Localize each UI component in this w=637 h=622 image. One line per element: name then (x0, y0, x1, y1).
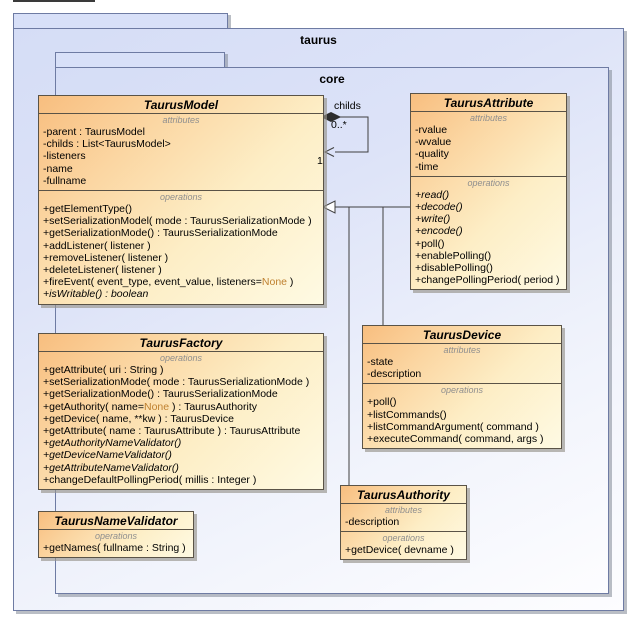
operations-compartment: operations +getDevice( devname ) (341, 531, 466, 559)
operations-compartment: operations +getAttribute( uri : String )… (39, 352, 323, 489)
operation-row: +getDeviceNameValidator() (43, 449, 172, 462)
operation-row: +setSerializationMode( mode : TaurusSeri… (43, 376, 310, 389)
class-taurusnamevalidator: TaurusNameValidator operations +getNames… (38, 511, 194, 559)
operation-row: +getElementType() (43, 203, 133, 216)
operation-text: +fireEvent( event_type, event_value, lis… (43, 276, 262, 289)
operations-label: operations (94, 531, 138, 541)
operation-row: +getDevice( name, **kw ) : TaurusDevice (43, 412, 234, 425)
attributes-compartment: attributes -rvalue -wvalue -quality -tim… (411, 112, 566, 176)
attribute-row: -childs : List<TaurusModel> (43, 138, 171, 151)
open-arrow-icon (323, 147, 335, 157)
operations-label: operations (159, 353, 203, 363)
operation-row: +executeCommand( command, args ) (367, 433, 544, 446)
attributes-compartment: attributes -description (341, 504, 466, 531)
class-title: TaurusDevice (363, 326, 561, 344)
operation-row: +changeDefaultPollingPeriod( millis : In… (43, 473, 257, 486)
attribute-row: -rvalue (415, 124, 448, 136)
attributes-label: attributes (162, 115, 200, 125)
operation-row: +write() (415, 213, 451, 226)
attributes-compartment: attributes -state -description (363, 344, 561, 383)
operation-row: +getAuthority( name=None ) : TaurusAutho… (43, 401, 319, 413)
operation-row: +listCommandArgument( command ) (367, 420, 539, 433)
operation-row: +listCommands() (367, 408, 447, 421)
operations-label: operations (382, 533, 425, 544)
attribute-row: -fullname (43, 174, 87, 187)
attribute-row: -listeners (43, 150, 86, 163)
multiplicity-parent: 1 (317, 155, 323, 167)
class-taurusdevice: TaurusDevice attributes -state -descript… (362, 325, 562, 450)
attribute-row: -description (345, 516, 400, 528)
operation-row: +getAttributeNameValidator() (43, 461, 179, 474)
attributes-compartment: attributes -parent : TaurusModel -childs… (39, 114, 323, 190)
class-title: TaurusFactory (39, 334, 323, 352)
operations-compartment: operations +getNames( fullname : String … (39, 530, 193, 557)
operation-row: +poll() (415, 237, 445, 250)
operation-row: +fireEvent( event_type, event_value, lis… (43, 276, 319, 288)
attributes-label: attributes (384, 505, 423, 515)
keyword-none: None (261, 276, 287, 289)
operations-compartment: operations +getElementType() +setSeriali… (39, 190, 323, 304)
operation-row: +addListener( listener ) (43, 239, 151, 252)
operation-text: +getAuthority( name= (43, 400, 144, 413)
class-title: TaurusModel (39, 96, 323, 114)
class-taurusfactory: TaurusFactory operations +getAttribute( … (38, 333, 324, 491)
operation-row: +read() (415, 188, 450, 201)
class-taurusattribute: TaurusAttribute attributes -rvalue -wval… (410, 93, 567, 291)
operation-row: +setSerializationModel( mode : TaurusSer… (43, 215, 312, 228)
attribute-row: -time (415, 160, 439, 173)
attribute-row: -parent : TaurusModel (43, 126, 145, 138)
operation-row: +getAuthorityNameValidator() (43, 437, 182, 450)
self-association-line (335, 116, 369, 153)
composition-diamond-icon (320, 111, 342, 123)
cropped-top-edge-line (13, 0, 95, 2)
class-taurusauthority: TaurusAuthority attributes -description … (340, 485, 467, 561)
operation-row: +changePollingPeriod( period ) (415, 274, 560, 287)
class-title: TaurusNameValidator (39, 512, 193, 530)
operation-row: +getAttribute( name : TaurusAttribute ) … (43, 425, 301, 438)
operation-row: +getSerializationMode() : TaurusSerializ… (43, 388, 278, 401)
operations-label: operations (440, 385, 484, 396)
multiplicity-childs: 0..* (331, 119, 347, 131)
class-title: TaurusAttribute (411, 94, 566, 112)
package-taurus-title: taurus (300, 33, 337, 47)
package-core-title: core (319, 72, 345, 86)
attribute-row: -quality (415, 148, 449, 161)
attribute-row: -state (367, 356, 394, 368)
operation-row: +encode() (415, 225, 463, 238)
operation-row: +removeListener( listener ) (43, 251, 169, 264)
operation-row: +decode() (415, 201, 463, 214)
operations-compartment: operations +poll() +listCommands() +list… (363, 383, 561, 448)
operation-row: +getNames( fullname : String ) (43, 542, 186, 554)
operation-row: +poll() (367, 396, 397, 409)
operation-text: ) (287, 276, 294, 289)
operation-row: +enablePolling() (415, 249, 492, 262)
operation-row: +isWritable() : boolean (43, 288, 149, 301)
attribute-row: -name (43, 162, 73, 175)
operations-label: operations (467, 177, 510, 188)
class-title: TaurusAuthority (341, 486, 466, 504)
operation-row: +getAttribute( uri : String ) (43, 364, 164, 376)
operation-row: +getDevice( devname ) (345, 544, 454, 557)
attribute-row: -description (367, 368, 422, 381)
operations-compartment: operations +read() +decode() +write() +e… (411, 175, 566, 290)
operation-text: ) : TaurusAuthority (169, 400, 258, 413)
keyword-none: None (143, 400, 170, 413)
attributes-label: attributes (443, 345, 481, 355)
attributes-label: attributes (469, 113, 508, 123)
operations-label: operations (159, 192, 203, 203)
generalization-triangle-icon (321, 200, 336, 214)
operation-row: +deleteListener( listener ) (43, 264, 162, 277)
operation-row: +disablePolling() (415, 262, 493, 275)
operation-row: +getSerializationMode() : TaurusSerializ… (43, 227, 278, 240)
class-taurusmodel: TaurusModel attributes -parent : TaurusM… (38, 95, 324, 305)
attribute-row: -wvalue (415, 136, 452, 149)
association-label-childs: childs (334, 100, 361, 112)
